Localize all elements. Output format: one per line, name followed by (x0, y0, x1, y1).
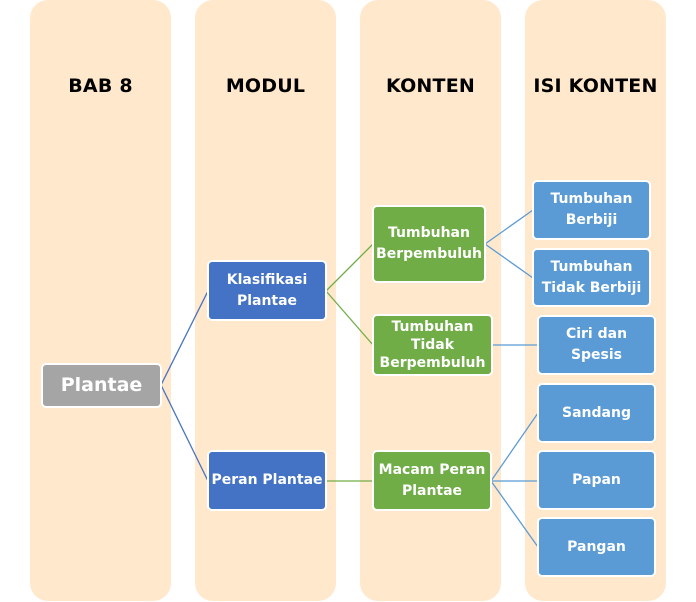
node-macam-peran-plantae[interactable]: Macam Peran Plantae (372, 450, 492, 511)
link-klasifikasi-berpembuluh (325, 243, 374, 292)
node-plantae[interactable]: Plantae (41, 363, 162, 408)
node-tumbuhan-tidak-berpembuluh[interactable]: Tumbuhan Tidak Berpembuluh (372, 314, 493, 376)
node-sandang[interactable]: Sandang (537, 383, 656, 443)
link-macam-sandang (490, 412, 539, 482)
link-plantae-peran (160, 384, 209, 482)
column-title-konten: KONTEN (386, 75, 475, 97)
node-klasifikasi-plantae[interactable]: Klasifikasi Plantae (207, 260, 327, 321)
link-berpembuluh-tidak-berbiji (484, 243, 534, 279)
column-title-modul: MODUL (225, 75, 306, 97)
column-bab: BAB 8 (30, 0, 171, 601)
link-plantae-klasifikasi (160, 290, 209, 386)
column-title-isi-konten: ISI KONTEN (533, 75, 658, 97)
column-title-bab: BAB 8 (68, 75, 133, 97)
link-klasifikasi-tidak-berpembuluh (325, 290, 374, 346)
node-papan[interactable]: Papan (537, 450, 656, 510)
node-tumbuhan-tidak-berbiji[interactable]: Tumbuhan Tidak Berbiji (532, 248, 651, 307)
node-tumbuhan-berbiji[interactable]: Tumbuhan Berbiji (532, 180, 651, 240)
link-macam-pangan (490, 480, 539, 548)
node-tumbuhan-berpembuluh[interactable]: Tumbuhan Berpembuluh (372, 205, 486, 283)
node-pangan[interactable]: Pangan (537, 517, 656, 577)
node-peran-plantae[interactable]: Peran Plantae (207, 450, 327, 511)
node-ciri-dan-spesis[interactable]: Ciri dan Spesis (537, 315, 656, 375)
link-berpembuluh-berbiji (484, 209, 534, 245)
